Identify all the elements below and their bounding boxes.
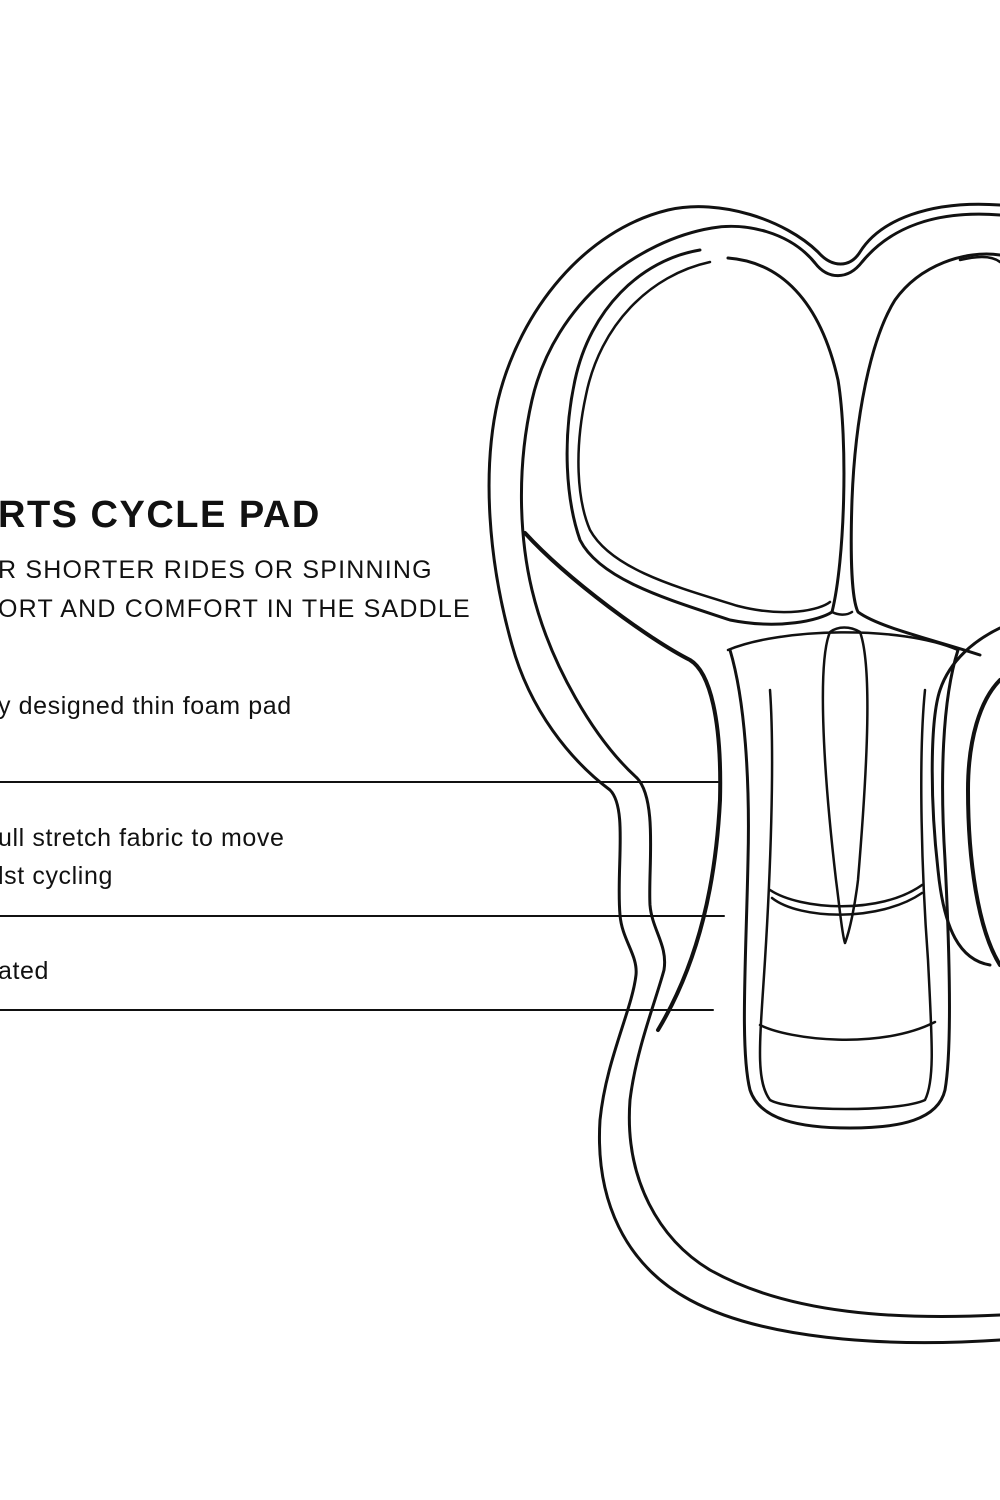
- crossbar-upper: [726, 631, 960, 652]
- center-channel: [821, 626, 869, 945]
- inner-left-lobe-inner: [577, 260, 832, 614]
- right-side-edge: [930, 626, 1000, 967]
- subtitle-line-2: ORT AND COMFORT IN THE SADDLE: [0, 595, 471, 623]
- subtitle-line-1: R SHORTER RIDES OR SPINNING: [0, 556, 433, 584]
- pad-outer-outline: [487, 202, 1000, 1345]
- pad-left-edge: [523, 531, 723, 1032]
- right-side-edge-inner: [966, 678, 1000, 967]
- crossbar-mid-2: [770, 891, 924, 916]
- inner-u-channel: [728, 648, 960, 1130]
- center-ridge: [830, 610, 854, 616]
- inner-left-lobe: [565, 248, 846, 626]
- lower-crossbar: [758, 1020, 937, 1041]
- pad-title: RTS CYCLE PAD: [0, 494, 321, 536]
- inner-right-lobe: [849, 252, 1000, 657]
- feature-foam-pad: y designed thin foam pad: [0, 692, 292, 720]
- inner-right-lobe-inner: [958, 255, 1000, 264]
- inner-u-channel-inner: [758, 688, 933, 1111]
- feature-stretch-fabric-line-2: lst cycling: [0, 862, 113, 890]
- feature-stretch-fabric-line-1: ull stretch fabric to move: [0, 824, 285, 852]
- crossbar-mid: [768, 883, 924, 908]
- pad-second-outline: [520, 212, 1000, 1319]
- feature-third: ated: [0, 957, 50, 985]
